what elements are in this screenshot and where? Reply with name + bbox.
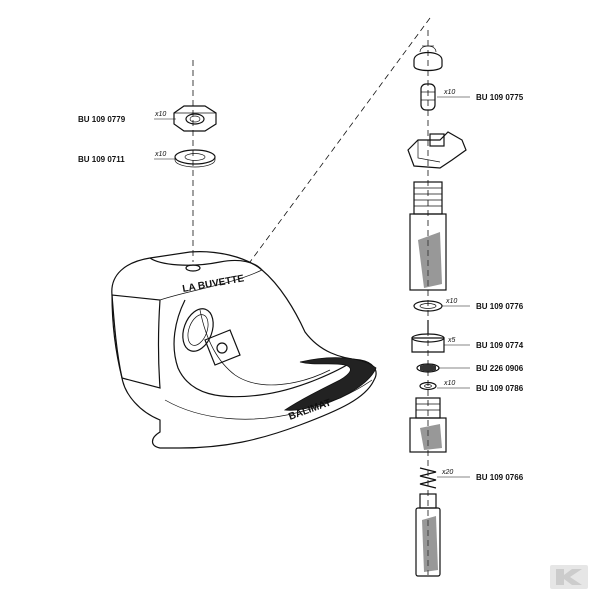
callout-labels: x10 BU 109 0779 x10 BU 109 0711 x10 BU 1… <box>78 89 524 482</box>
valve-spring-small <box>420 83 436 111</box>
brand-logo <box>550 565 588 589</box>
threaded-valve-body <box>409 181 447 291</box>
callout-qty-0774: x5 <box>447 337 456 344</box>
callout-qty-0775: x10 <box>443 89 455 96</box>
callout-code-0776: BU 109 0776 <box>476 302 524 311</box>
small-washer <box>419 381 437 391</box>
hex-nut <box>173 105 217 132</box>
callout-code-0906: BU 226 0906 <box>476 364 524 373</box>
coil-spring <box>419 467 437 489</box>
callout-code-0774: BU 109 0774 <box>476 341 524 350</box>
callout-qty-0711: x10 <box>154 151 166 158</box>
callout-code-0775: BU 109 0775 <box>476 93 524 102</box>
rubber-disc <box>416 363 440 373</box>
callout-qty-0786: x10 <box>443 380 455 387</box>
valve-pin <box>415 493 441 577</box>
callout-qty-0779: x10 <box>154 111 166 118</box>
callout-code-0711: BU 109 0711 <box>78 155 125 164</box>
callout-code-0779: BU 109 0779 <box>78 115 126 124</box>
threaded-nipple <box>409 397 447 453</box>
assembly-guide-lines <box>192 17 431 575</box>
drinking-bowl: LA BUVETTE BALIMAT <box>111 251 377 449</box>
callout-qty-0776: x10 <box>445 298 457 305</box>
valve-cap <box>413 45 443 72</box>
callout-qty-0766: x20 <box>441 469 453 476</box>
bowl-front-text: LA BUVETTE <box>182 273 246 295</box>
flat-washer <box>174 149 216 168</box>
callout-code-0786: BU 109 0786 <box>476 384 524 393</box>
leader-lines <box>154 96 470 478</box>
valve-seat <box>411 320 445 353</box>
valve-bracket <box>407 131 467 169</box>
callout-code-0766: BU 109 0766 <box>476 473 524 482</box>
